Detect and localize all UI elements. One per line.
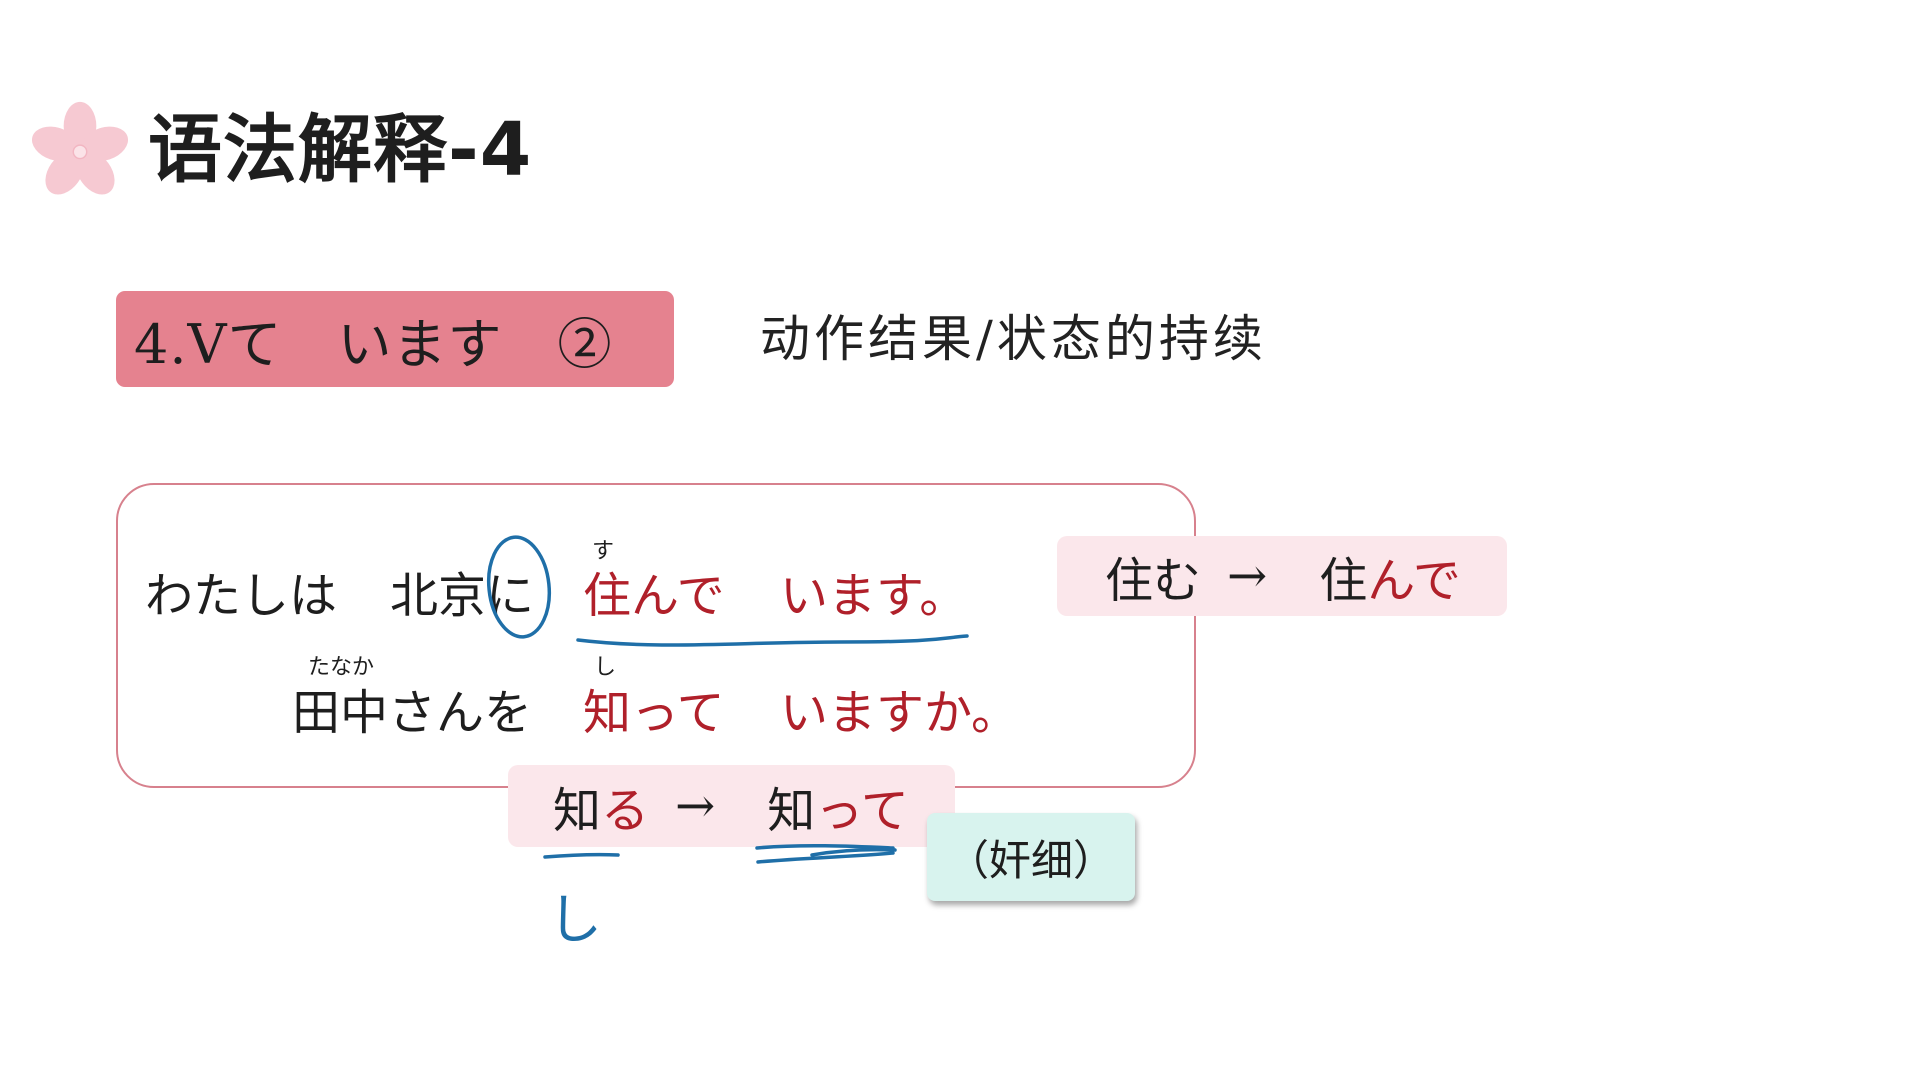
conjugation-shiru-to-stem: 知 [767,783,816,839]
sentence2-noun-ruby: たなか [308,655,375,680]
grammar-point-description: 动作结果/状态的持续 [760,310,1267,368]
handwritten-shi: し [548,888,602,951]
conjugation-shiru-to-ending: って [815,783,909,839]
underline-mark [756,851,895,864]
conjugation-shiru-from-stem: 知 [553,783,602,839]
conjugation-sumu-to-stem: 住 [1319,553,1368,609]
arrow-icon: → [1227,548,1268,604]
page-title: 语法解释-4 [148,107,533,193]
sentence2-object: 田中さんを [292,685,533,741]
sentence1-location: 北京に [390,568,535,624]
conjugation-shiru-from-ending: る [601,783,650,839]
conjugation-sumu: 住む → 住んで [1057,536,1507,616]
vocabulary-note: （奸细） [927,813,1135,901]
arrow-icon: → [675,778,716,834]
conjugation-sumu-to-ending: んで [1367,553,1461,609]
conjugation-shiru: 知る → 知って [508,765,955,847]
underline-mark [810,847,897,857]
grammar-point-label: 4.Vて います ② [116,291,674,387]
sentence2-verb: 知って [583,685,725,741]
sentence1-subject: わたしは [145,568,338,624]
sentence1-auxiliary: います。 [780,568,968,624]
sentence2-auxiliary: いますか。 [780,685,1020,741]
sentence1-verb: 住んで [583,568,725,624]
conjugation-sumu-from: 住む [1105,553,1202,609]
sentence1-verb-ruby: す [592,539,615,564]
sentence2-verb-ruby: し [594,655,617,680]
sakura-icon [32,101,128,195]
underline-mark [543,852,620,859]
